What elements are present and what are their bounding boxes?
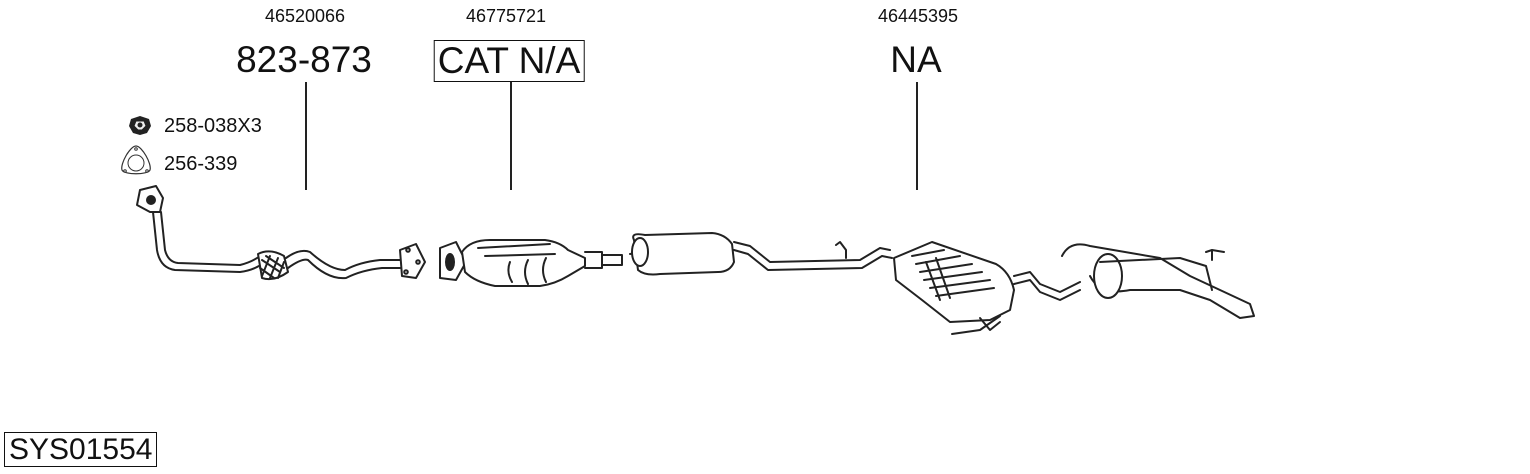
leader-line-1 xyxy=(305,82,307,190)
leader-line-2 xyxy=(510,82,512,190)
front-pipe-drawing[interactable] xyxy=(136,185,426,281)
part-number-catalyst[interactable]: CAT N/A xyxy=(433,40,585,82)
nut-icon xyxy=(129,116,151,135)
oe-number-1: 46520066 xyxy=(264,6,346,26)
part-number-rear-section[interactable]: NA xyxy=(890,39,942,80)
gasket-icon xyxy=(121,145,151,175)
oe-number-2: 46775721 xyxy=(465,6,547,26)
catalyst-drawing[interactable] xyxy=(439,239,623,287)
accessory-label-nut[interactable]: 258-038X3 xyxy=(164,115,262,137)
system-code: SYS01554 xyxy=(4,432,158,467)
accessory-label-gasket[interactable]: 256-339 xyxy=(164,153,238,175)
oe-number-3: 46445395 xyxy=(877,6,959,26)
rear-silencer-drawing[interactable] xyxy=(893,241,1255,335)
part-number-front-pipe[interactable]: 823-873 xyxy=(236,39,372,80)
leader-line-3 xyxy=(916,82,918,190)
middle-silencer-drawing[interactable] xyxy=(629,232,893,276)
